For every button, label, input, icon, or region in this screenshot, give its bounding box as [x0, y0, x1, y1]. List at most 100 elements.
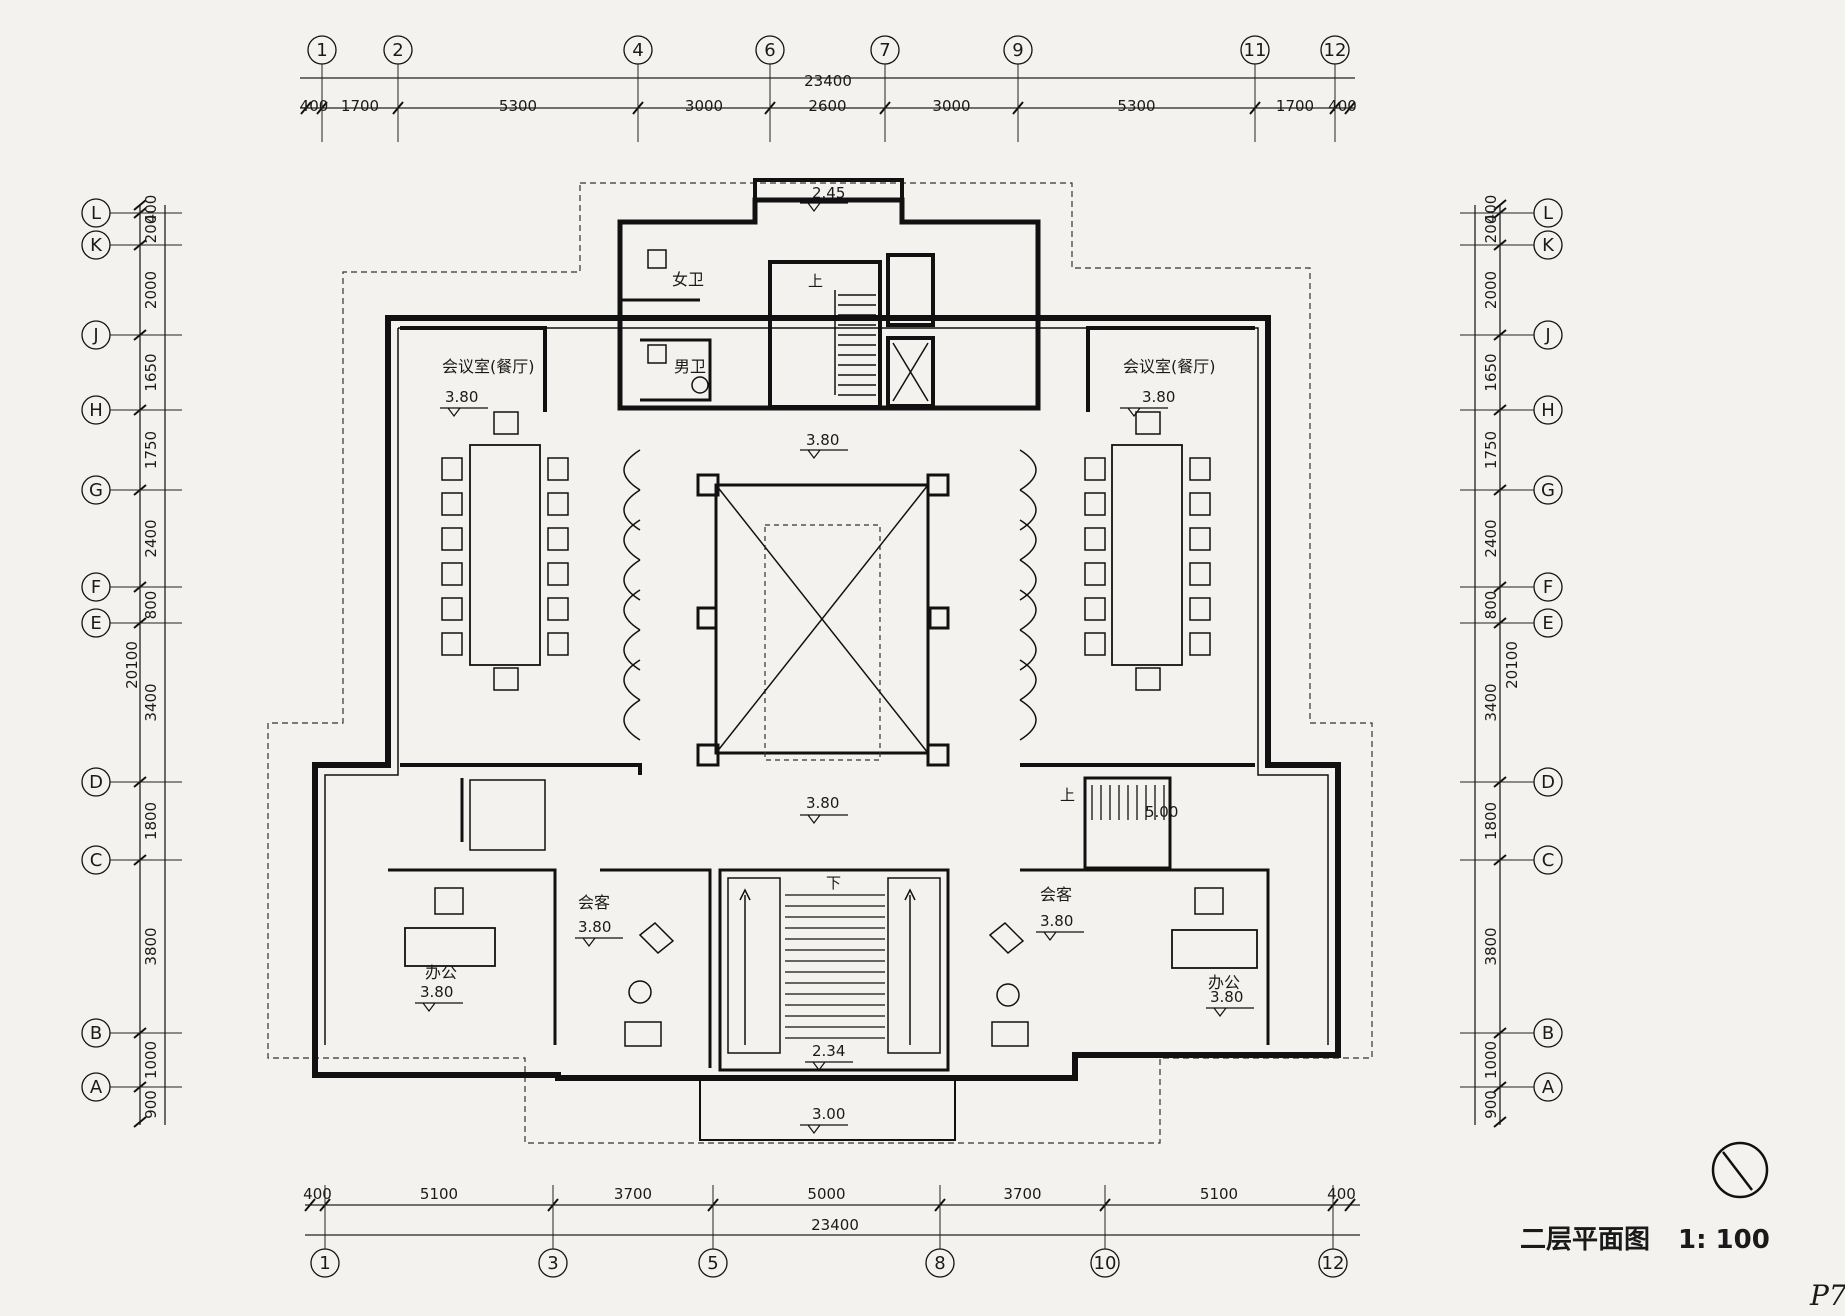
right-dimension-5: 2400	[1482, 519, 1500, 557]
left-dimension-6: 800	[142, 591, 160, 620]
chair	[1189, 632, 1211, 656]
svg-text:2: 2	[392, 40, 403, 61]
top-dimension-6: 5300	[1117, 97, 1155, 115]
elev-meeting-left: 3.80	[445, 388, 478, 406]
axis-bubble-top-4: 4	[623, 35, 653, 142]
axis-bubble-right-G: G	[1460, 475, 1563, 505]
top-dimension-2: 5300	[499, 97, 537, 115]
axis-bubble-bottom-3: 3	[538, 1185, 568, 1278]
bottom-dimension-0: 400	[303, 1185, 332, 1203]
entrance-canopy	[699, 1078, 956, 1141]
right-dimension-7: 3400	[1482, 683, 1500, 721]
chair	[547, 562, 569, 586]
right-dimension-0: 400	[1482, 195, 1500, 224]
svg-text:C: C	[90, 850, 103, 871]
axis-bubble-top-9: 9	[1003, 35, 1033, 142]
right-dimension-3: 1650	[1482, 353, 1500, 391]
elev-reception-right: 3.80	[1040, 912, 1073, 930]
room-label-meeting-right: 会议室(餐厅)	[1123, 357, 1216, 376]
bottom-total-dimension: 23400	[811, 1216, 859, 1234]
svg-text:1: 1	[319, 1253, 330, 1274]
svg-text:B: B	[1542, 1023, 1554, 1044]
left-dimension-0: 400	[142, 195, 160, 224]
axis-bubble-left-C: C	[81, 845, 182, 875]
left-meeting-room	[400, 326, 642, 775]
axis-bubble-left-E: E	[81, 608, 182, 638]
right-dimension-1: 200	[1482, 215, 1500, 244]
chair	[441, 597, 463, 621]
bottom-dimension-4: 3700	[1003, 1185, 1041, 1203]
svg-text:11: 11	[1244, 40, 1267, 61]
room-label-men-wc: 男卫	[674, 357, 706, 376]
chair	[1084, 492, 1106, 516]
left-dimension-9: 3800	[142, 927, 160, 965]
right-small-stair	[1083, 776, 1172, 870]
chair	[547, 597, 569, 621]
svg-text:6: 6	[764, 40, 775, 61]
svg-text:12: 12	[1324, 40, 1347, 61]
left-dimension-7: 3400	[142, 683, 160, 721]
left-dimension-10: 1000	[142, 1041, 160, 1079]
axis-bubble-right-E: E	[1460, 608, 1563, 638]
axis-bubble-left-J: J	[81, 320, 182, 350]
elev-stair-right: 5.00	[1145, 803, 1178, 821]
left-dimension-11: 900	[142, 1090, 160, 1119]
north-core-wall	[617, 197, 1041, 411]
left-total-dimension: 20100	[123, 641, 141, 689]
svg-text:C: C	[1542, 850, 1555, 871]
svg-text:J: J	[1544, 325, 1550, 346]
axis-bubble-left-K: K	[81, 230, 182, 260]
wc-block	[618, 222, 712, 408]
axis-bubble-left-L: L	[81, 198, 182, 228]
chair	[441, 492, 463, 516]
axis-bubble-bottom-5: 5	[698, 1185, 728, 1278]
terrace-outline	[267, 182, 1373, 1144]
top-dimension-0: 400	[300, 97, 329, 115]
room-label-reception-right: 会客	[1040, 885, 1072, 904]
elev-meeting-right: 3.80	[1142, 388, 1175, 406]
svg-text:5: 5	[707, 1253, 718, 1274]
left-dimension-1: 200	[142, 215, 160, 244]
axis-bubble-right-J: J	[1460, 320, 1563, 350]
axis-bubble-bottom-10: 10	[1090, 1185, 1120, 1278]
chair	[547, 632, 569, 656]
north-arrow	[1711, 1141, 1769, 1199]
svg-text:A: A	[90, 1077, 103, 1098]
axis-bubble-right-D: D	[1460, 767, 1563, 797]
svg-text:E: E	[1542, 613, 1553, 634]
axis-bubble-top-2: 2	[383, 35, 413, 142]
svg-text:H: H	[89, 400, 103, 421]
svg-text:12: 12	[1322, 1253, 1345, 1274]
room-label-meeting-left: 会议室(餐厅)	[442, 357, 535, 376]
chair	[1084, 562, 1106, 586]
left-office-wing	[388, 778, 712, 1068]
left-dimension-2: 2000	[142, 271, 160, 309]
chair	[441, 457, 463, 481]
right-meeting-room	[1020, 326, 1255, 767]
chair	[547, 457, 569, 481]
svg-text:K: K	[90, 235, 103, 256]
main-stair	[718, 868, 950, 1072]
elev-hall-north: 3.80	[806, 431, 839, 449]
chair	[1189, 457, 1211, 481]
right-dimension-8: 1800	[1482, 802, 1500, 840]
right-dimension-11: 900	[1482, 1090, 1500, 1119]
top-dimension-3: 3000	[685, 97, 723, 115]
svg-text:A: A	[1542, 1077, 1555, 1098]
axis-bubble-right-H: H	[1460, 395, 1563, 425]
axis-bubble-left-D: D	[81, 767, 182, 797]
right-dimension-6: 800	[1482, 591, 1500, 620]
elev-reception-left: 3.80	[578, 918, 611, 936]
axis-bubble-top-11: 11	[1240, 35, 1270, 142]
chair	[1189, 527, 1211, 551]
axis-bubble-top-6: 6	[755, 35, 785, 142]
folding-doors	[623, 449, 1037, 741]
svg-text:B: B	[90, 1023, 102, 1044]
elev-stair-landing: 2.34	[812, 1042, 845, 1060]
svg-text:D: D	[1541, 772, 1555, 793]
axis-bubble-right-B: B	[1460, 1018, 1563, 1048]
top-dimension-1: 1700	[341, 97, 379, 115]
svg-text:9: 9	[1012, 40, 1023, 61]
central-atrium	[696, 473, 950, 767]
chair	[1084, 457, 1106, 481]
